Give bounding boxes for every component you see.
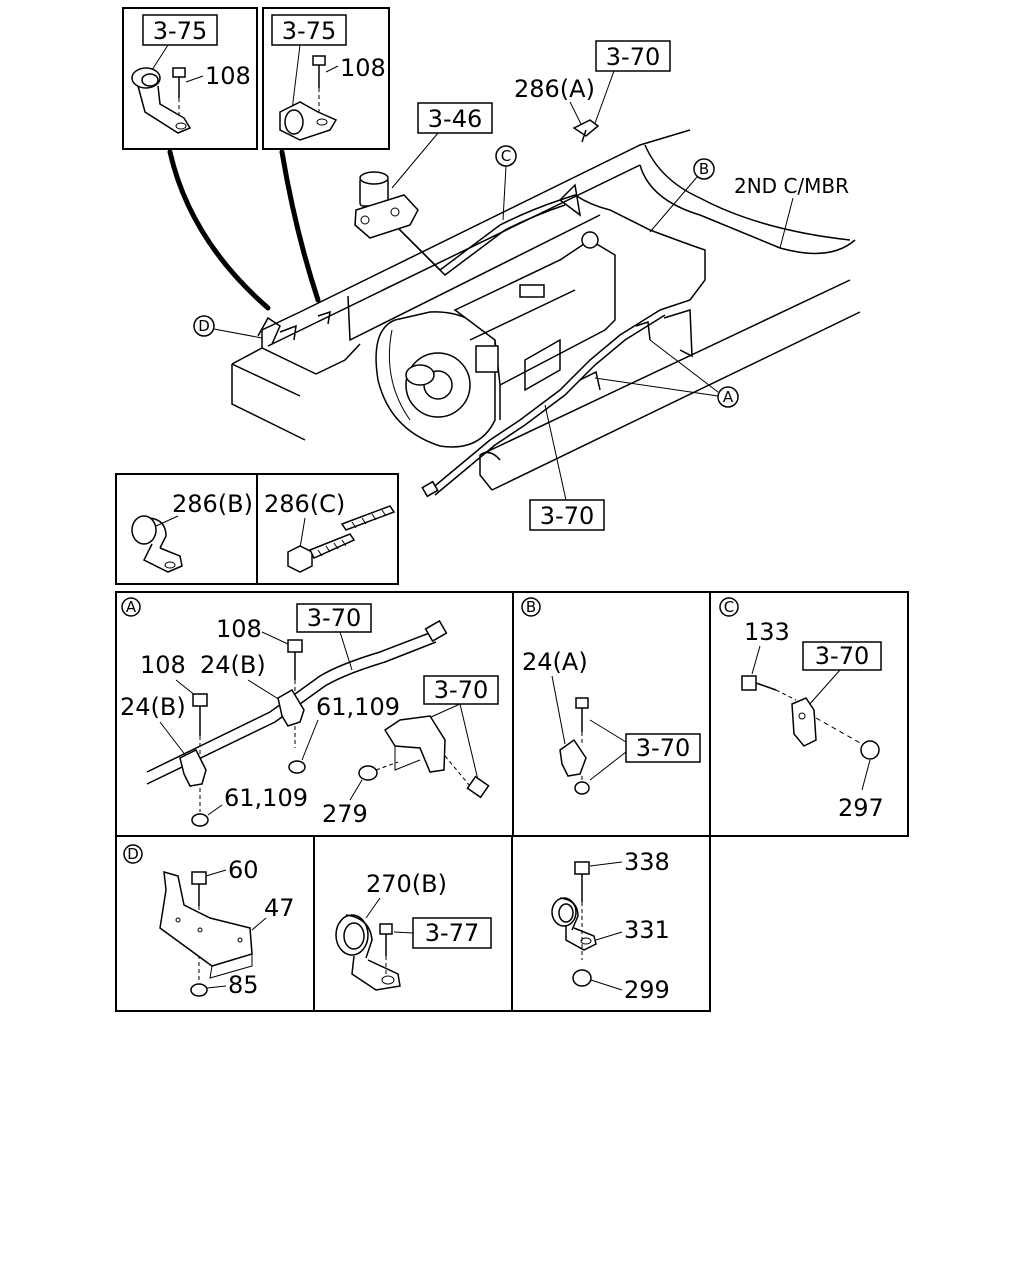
bracket-icon — [383, 715, 446, 773]
bolt-108-left[interactable]: 108 — [140, 651, 186, 679]
svg-text:D: D — [198, 317, 210, 335]
clip-331[interactable]: 331 — [624, 916, 670, 944]
svg-text:C: C — [724, 598, 734, 616]
ref-box-3-70-c[interactable] — [802, 641, 882, 671]
clip-286a — [572, 119, 600, 143]
svg-text:A: A — [723, 388, 734, 406]
ref-box-3-70-top[interactable] — [595, 40, 671, 72]
svg-text:B: B — [526, 598, 536, 616]
clip-24b-mid[interactable]: 24(B) — [200, 651, 266, 679]
clip-icon — [559, 738, 587, 777]
nut-299[interactable]: 299 — [624, 976, 670, 1004]
bolt-60[interactable]: 60 — [228, 856, 259, 884]
transmission — [375, 231, 616, 448]
ref-3-70-a-right[interactable]: 3-70 — [434, 676, 488, 704]
bolt-icon — [574, 861, 590, 875]
detail-d: D 60 47 85 — [115, 835, 315, 1012]
bolt-338[interactable]: 338 — [624, 848, 670, 876]
bolt-icon — [466, 775, 490, 799]
crossmember: 2ND C/MBR — [639, 144, 856, 255]
part-108-right[interactable]: 108 — [340, 54, 386, 82]
ref-3-70-b[interactable]: 3-70 — [636, 734, 690, 762]
part-108-left[interactable]: 108 — [205, 62, 251, 90]
ref-3-70-top[interactable]: 3-70 — [606, 43, 660, 71]
clip-286b-label[interactable]: 286(B) — [172, 490, 253, 518]
frame-brackets — [257, 308, 693, 391]
detail-270: 270(B) 3-77 — [313, 835, 513, 1012]
nut-icon — [191, 813, 209, 827]
ref-box-3-70-a-right[interactable] — [423, 675, 499, 705]
clip-286c-icon — [287, 505, 396, 573]
svg-text:C: C — [501, 147, 511, 165]
air-pipes — [379, 183, 706, 498]
detail-a: A 3-70 108 24(B) 61,109 108 24(B) — [115, 591, 514, 837]
bolt-icon — [191, 871, 207, 885]
clip-270b[interactable]: 270(B) — [366, 870, 447, 898]
bracket-icon — [791, 697, 817, 747]
clip-panel: 286(B) 286(C) — [115, 473, 399, 585]
detail-338: 338 331 299 — [511, 835, 711, 1012]
crossmember-label[interactable]: 2ND C/MBR — [734, 174, 849, 198]
bolt-icon — [312, 55, 326, 66]
svg-text:D: D — [127, 845, 139, 863]
ref-3-70-c[interactable]: 3-70 — [815, 642, 869, 670]
bolt-icon — [192, 693, 208, 707]
ref-box-3-70-b[interactable] — [625, 733, 701, 763]
ref-3-70-bottom[interactable]: 3-70 — [540, 502, 594, 530]
ref-box-3-75-right[interactable] — [271, 14, 347, 46]
ref-3-75-left[interactable]: 3-75 — [153, 17, 207, 45]
inset-left: 3-75 108 — [122, 7, 258, 150]
bracket-47[interactable]: 47 — [264, 894, 295, 922]
clip-286b-icon — [131, 515, 183, 573]
detail-b: B 24(A) 3-70 — [512, 591, 711, 837]
svg-text:B: B — [699, 160, 709, 178]
ref-3-75-right[interactable]: 3-75 — [282, 17, 336, 45]
bolt-icon — [379, 923, 393, 935]
bolt-108-top[interactable]: 108 — [216, 615, 262, 643]
detail-c: C 133 3-70 297 — [709, 591, 909, 837]
clip-icon — [277, 688, 305, 727]
clip-icon — [179, 748, 207, 787]
bolt-icon — [575, 697, 589, 709]
nut-icon — [574, 781, 590, 795]
marker-d[interactable] — [193, 315, 215, 337]
bolt-icon — [172, 67, 186, 78]
bolt-icon — [287, 639, 303, 653]
nut-icon — [288, 760, 306, 774]
nut-61-109-lower[interactable]: 61,109 — [224, 784, 308, 812]
svg-text:A: A — [126, 598, 137, 616]
clip-286a-label[interactable]: 286(A) — [514, 75, 595, 103]
nut-61-109-upper[interactable]: 61,109 — [316, 693, 400, 721]
ref-3-70-a-upper[interactable]: 3-70 — [307, 604, 361, 632]
ref-3-46[interactable]: 3-46 — [428, 105, 482, 133]
ref-box-3-75-left[interactable] — [142, 14, 218, 46]
nut-icon — [358, 765, 378, 781]
marker-b[interactable] — [693, 158, 715, 180]
air-dryer — [354, 171, 419, 239]
nut-85[interactable]: 85 — [228, 971, 259, 999]
clip-286c-label[interactable]: 286(C) — [264, 490, 345, 518]
nut-icon — [572, 969, 592, 987]
clip-24a[interactable]: 24(A) — [522, 648, 588, 676]
ref-3-77[interactable]: 3-77 — [425, 919, 479, 947]
bolt-icon — [741, 675, 757, 691]
bolt-133[interactable]: 133 — [744, 618, 790, 646]
nut-297[interactable]: 297 — [838, 794, 884, 822]
clip-24b-left[interactable]: 24(B) — [120, 693, 186, 721]
inset-right: 3-75 108 — [262, 7, 390, 150]
inset-pointer-right — [279, 149, 321, 303]
inset-pointer-left — [167, 149, 271, 311]
marker-a[interactable] — [717, 386, 739, 408]
nut-icon — [190, 983, 208, 997]
nut-279[interactable]: 279 — [322, 800, 368, 828]
nut-icon — [860, 740, 880, 760]
ref-box-3-70-a-upper[interactable] — [296, 603, 372, 633]
frame-rail-right — [479, 279, 861, 491]
ref-box-3-46[interactable] — [417, 102, 493, 134]
bracket-icon — [159, 870, 253, 967]
ref-box-3-70-bottom[interactable] — [529, 499, 605, 531]
